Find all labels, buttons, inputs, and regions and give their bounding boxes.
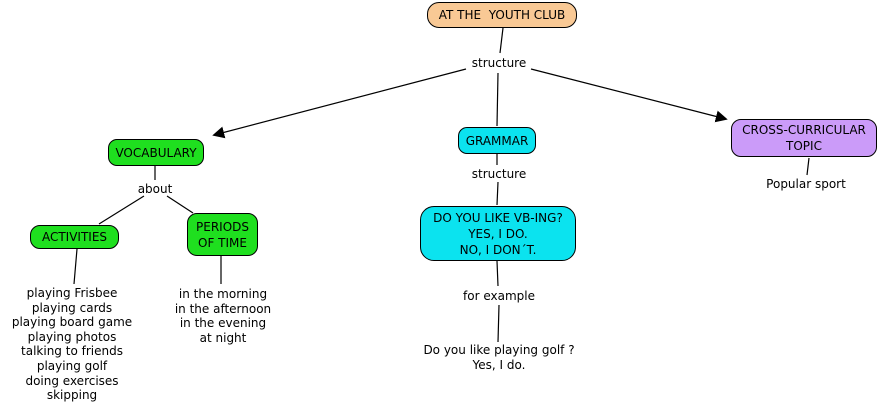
node-vocabulary[interactable]: VOCABULARY [108, 139, 204, 166]
edge-structure2-to-pattern [496, 181, 499, 206]
edge-structure-to-grammar [496, 72, 499, 127]
edge-structure-to-vocabulary [212, 68, 467, 139]
node-at-the-youth-club[interactable]: AT THE YOUTH CLUB [427, 2, 577, 28]
link-label-about[interactable]: about [137, 182, 173, 196]
node-grammar[interactable]: GRAMMAR [458, 127, 536, 154]
edge-about-to-activities [98, 195, 145, 225]
node-activities[interactable]: ACTIVITIES [30, 225, 119, 249]
node-periods-of-time[interactable]: PERIODS OF TIME [187, 213, 258, 256]
periods-of-time-list-text[interactable]: in the morning in the afternoon in the e… [174, 287, 272, 345]
edge-pattern-to-for-example [496, 260, 499, 287]
edge-for-example-to-example [497, 304, 500, 343]
link-label-popular-sport[interactable]: Popular sport [766, 177, 846, 191]
link-label-structure-top[interactable]: structure [471, 56, 527, 70]
edge-cross-to-popular-sport [806, 157, 810, 176]
link-label-for-example[interactable]: for example [463, 289, 535, 303]
edge-about-to-periods [166, 195, 194, 214]
activities-list-text[interactable]: playing Frisbee playing cards playing bo… [11, 286, 133, 403]
link-label-structure-grammar[interactable]: structure [471, 167, 527, 181]
node-cross-curricular-topic[interactable]: CROSS-CURRICULAR TOPIC [731, 119, 877, 157]
edge-activities-to-list [73, 248, 78, 285]
node-do-you-like-vb-ing[interactable]: DO YOU LIKE VB-ING? YES, I DO. NO, I DON… [420, 206, 576, 261]
example-sentence-text[interactable]: Do you like playing golf ? Yes, I do. [423, 343, 575, 372]
edge-root-to-structure [499, 27, 504, 54]
edge-structure-to-cross-curricular [530, 68, 728, 123]
